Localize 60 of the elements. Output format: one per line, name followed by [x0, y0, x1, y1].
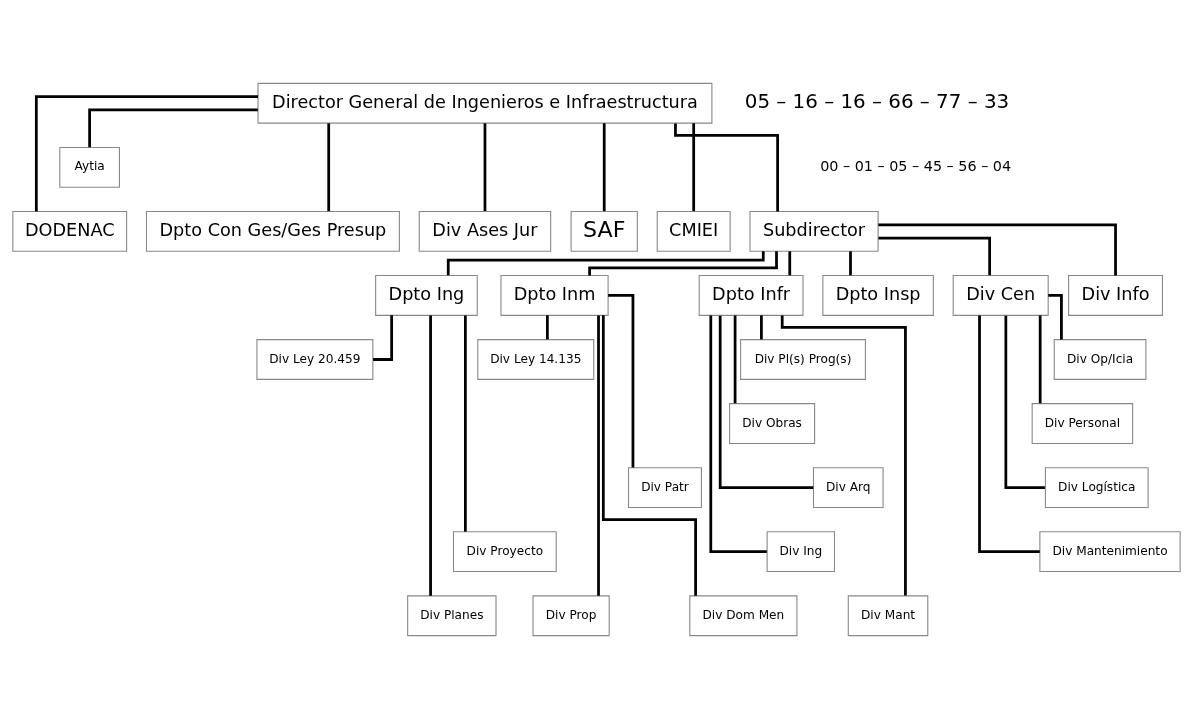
- connector: [760, 314, 763, 339]
- node-box: Div Arq: [812, 466, 884, 508]
- connector: [446, 250, 765, 275]
- node-box: Div Dom Men: [689, 594, 798, 636]
- node-box: Div Ing: [766, 530, 836, 572]
- connector: [88, 108, 258, 147]
- node-box: Div Personal: [1031, 402, 1134, 444]
- connector: [429, 315, 432, 596]
- connector: [733, 314, 737, 403]
- connector: [588, 250, 778, 275]
- connector: [597, 315, 600, 596]
- connector: [718, 315, 814, 489]
- node-box: Aytia: [59, 146, 120, 188]
- node-box: Div Mant: [847, 594, 929, 636]
- connector: [601, 314, 697, 596]
- node-box: DODENAC: [12, 210, 128, 252]
- node-box: Div Obras: [729, 402, 816, 444]
- label: 05 – 16 – 16 – 66 – 77 – 33: [744, 89, 1010, 113]
- node-box: Dpto Infr: [698, 274, 804, 316]
- connector: [483, 122, 487, 211]
- connector: [546, 314, 549, 339]
- node-box: Dpto Insp: [822, 274, 934, 316]
- node-box: Div Planes: [407, 594, 497, 636]
- node-box: Div Ases Jur: [418, 210, 552, 252]
- connector: [1004, 315, 1045, 489]
- connector: [849, 250, 852, 275]
- connector: [709, 315, 767, 553]
- connector: [464, 315, 467, 532]
- node-box: SAF: [570, 210, 638, 252]
- node-box: Div Pl(s) Prog(s): [740, 338, 866, 380]
- node-box: Div Ley 14.135: [477, 338, 595, 380]
- node-box: CMIEI: [656, 210, 731, 252]
- node-box: Dpto Con Ges/Ges Presup: [145, 210, 400, 252]
- connector: [608, 293, 635, 467]
- connector: [34, 94, 258, 211]
- node-box: Dpto Inm: [500, 274, 609, 316]
- node-box: Div Prop: [532, 594, 610, 636]
- label: 00 – 01 – 05 – 45 – 56 – 04: [820, 157, 1012, 174]
- connector: [788, 250, 792, 275]
- node-box: Div Info: [1068, 274, 1163, 316]
- node-box: Director General de Ingenieros e Infraestructura: [257, 82, 713, 124]
- connector: [602, 122, 606, 211]
- connector: [1048, 293, 1063, 340]
- connector: [327, 122, 331, 211]
- node-box: Div Cen: [952, 274, 1049, 316]
- connector: [1038, 314, 1042, 403]
- node-box: Div Op/Icia: [1053, 338, 1147, 380]
- node-box: Div Ley 20.459: [256, 338, 374, 380]
- connector: [674, 122, 779, 211]
- node-box: Div Patr: [628, 466, 702, 508]
- node-box: Dpto Ing: [375, 274, 478, 316]
- connector: [780, 315, 907, 595]
- node-box: Div Mantenimiento: [1039, 530, 1181, 572]
- node-box: Div Proyecto: [452, 530, 557, 572]
- connector: [692, 122, 696, 211]
- connector: [878, 236, 991, 275]
- node-box: Subdirector: [749, 210, 879, 252]
- connector: [878, 222, 1117, 275]
- connector: [978, 315, 1040, 553]
- node-box: Div Logística: [1044, 466, 1149, 508]
